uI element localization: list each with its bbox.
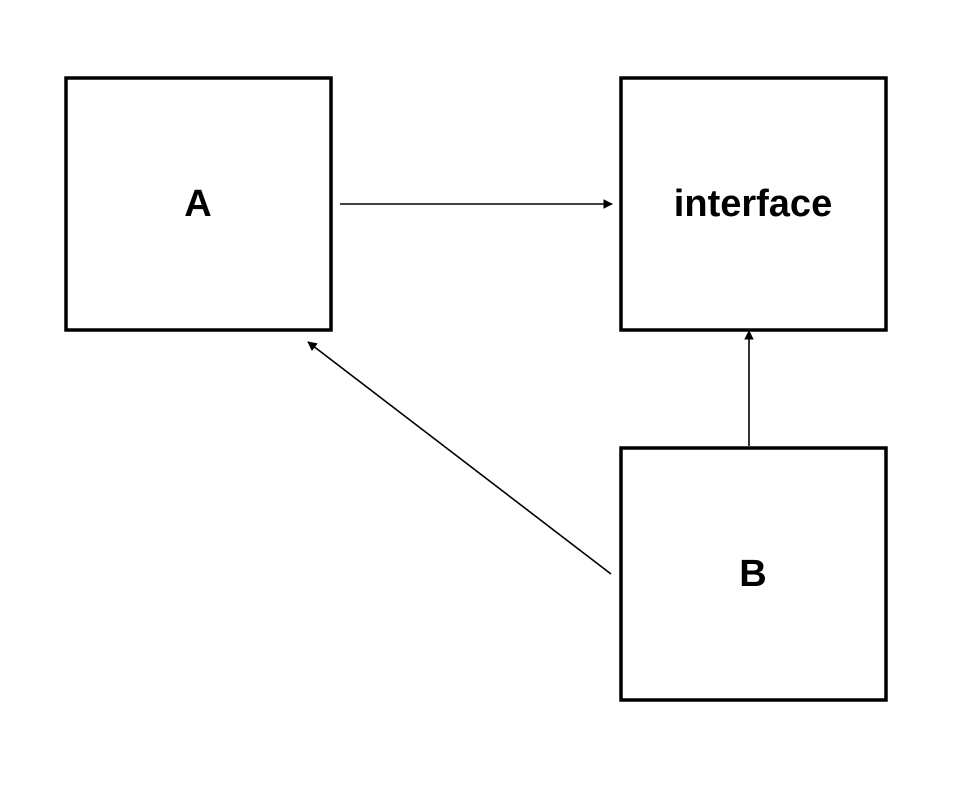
node-interface-label: interface <box>674 183 832 225</box>
node-a-label: A <box>184 183 211 225</box>
node-b-label: B <box>739 553 766 595</box>
edge-b-to-a <box>307 341 612 575</box>
node-interface: interface <box>619 76 888 332</box>
node-a-box <box>64 76 333 332</box>
node-interface-box <box>619 76 888 332</box>
node-a: A <box>64 76 333 332</box>
node-b-box <box>619 446 888 702</box>
node-b: B <box>619 446 888 702</box>
